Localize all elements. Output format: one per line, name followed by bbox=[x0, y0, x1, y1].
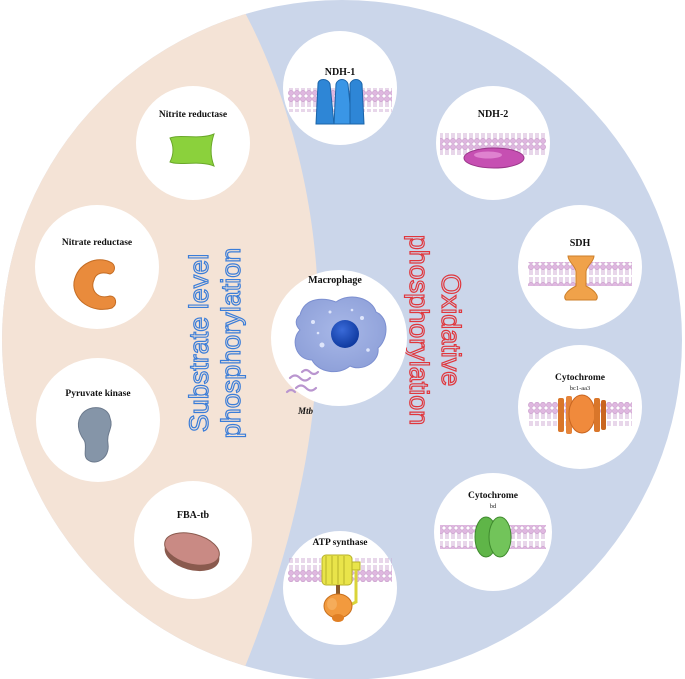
cytochrome-bd-label: Cytochrome bbox=[468, 491, 518, 501]
cytochrome-bd-node: Cytochrome bd bbox=[434, 473, 552, 591]
atp-synthase-icon bbox=[321, 554, 361, 622]
substrate-label-line1: Substrate level bbox=[184, 254, 214, 433]
mtb-label: Mtb bbox=[297, 406, 314, 416]
macrophage-label: Macrophage bbox=[308, 275, 362, 286]
cytochrome-bd-sublabel: bd bbox=[490, 503, 497, 510]
sdh-node: SDH bbox=[518, 205, 642, 329]
cytochrome-bc1-node: Cytochrome bc1-aa3 bbox=[518, 345, 642, 469]
cytochrome-bc1-sublabel: bc1-aa3 bbox=[570, 385, 591, 392]
green-membrane-complex-icon bbox=[474, 516, 512, 558]
oxidative-label: Oxidative phosphorylation bbox=[403, 234, 466, 426]
highlight bbox=[474, 151, 502, 159]
oxidative-label-line2: phosphorylation bbox=[404, 235, 434, 426]
atp-synthase-label: ATP synthase bbox=[313, 538, 368, 548]
orange-membrane-protein-icon bbox=[564, 255, 598, 301]
substrate-label-line2: phosphorylation bbox=[216, 248, 246, 439]
nitrite-reductase-label: Nitrite reductase bbox=[159, 110, 227, 120]
nitrite-reductase-node: Nitrite reductase bbox=[136, 86, 250, 200]
green-protein-icon bbox=[169, 133, 215, 167]
cytochrome-bc1-label: Cytochrome bbox=[555, 373, 605, 383]
substrate-label: Substrate level phosphorylation bbox=[183, 247, 246, 439]
oxidative-label-line1: Oxidative bbox=[436, 274, 466, 387]
nitrate-reductase-label: Nitrate reductase bbox=[62, 238, 132, 248]
fba-tb-label: FBA-tb bbox=[177, 510, 210, 521]
sdh-label: SDH bbox=[570, 238, 591, 249]
grey-protein-icon bbox=[77, 407, 112, 463]
ndh2-label: NDH-2 bbox=[478, 109, 509, 120]
ndh2-node: NDH-2 bbox=[436, 86, 550, 200]
brown-disc-protein-icon bbox=[164, 532, 220, 572]
blue-membrane-complex-icon bbox=[315, 79, 365, 125]
fba-tb-node: FBA-tb bbox=[134, 481, 252, 599]
ndh1-node: NDH-1 bbox=[283, 31, 397, 145]
macrophage-cell-icon bbox=[294, 296, 387, 373]
orange-membrane-complex-icon bbox=[558, 394, 606, 434]
atp-synthase-node: ATP synthase bbox=[283, 531, 397, 645]
pyruvate-kinase-label: Pyruvate kinase bbox=[65, 389, 130, 399]
ndh1-label: NDH-1 bbox=[325, 67, 356, 78]
macrophage-node: Macrophage Mtb bbox=[271, 270, 407, 416]
nitrate-reductase-node: Nitrate reductase bbox=[35, 205, 159, 329]
bacteria-icon bbox=[285, 368, 320, 394]
orange-crescent-protein-icon bbox=[73, 259, 117, 310]
pyruvate-kinase-node: Pyruvate kinase bbox=[36, 358, 160, 482]
